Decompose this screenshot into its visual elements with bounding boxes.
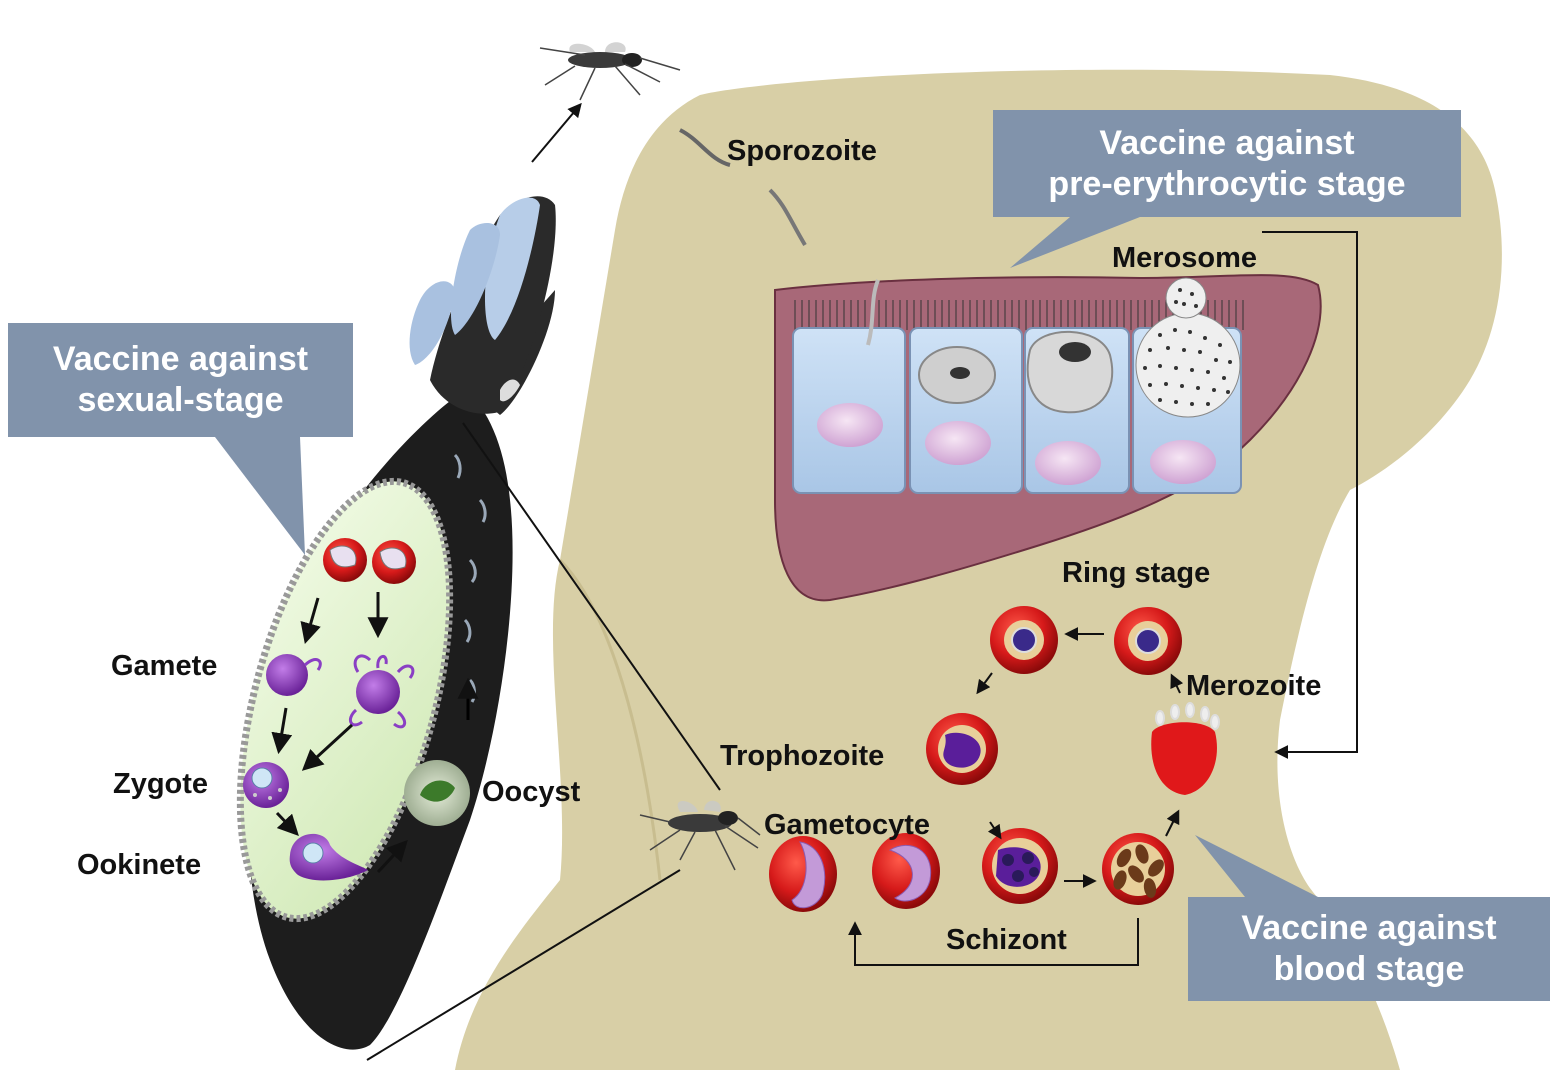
label-gametocyte: Gametocyte — [764, 809, 931, 841]
callout-pointer-pre-erythrocytic — [1010, 217, 1140, 268]
label-schizont: Schizont — [946, 924, 1067, 956]
label-trophozoite: Trophozoite — [720, 740, 885, 772]
hepatocyte-nucleus — [1150, 440, 1216, 484]
sporozoite-entering — [866, 279, 880, 346]
callout-pointer-blood — [1195, 835, 1318, 897]
callout-pointer-sexual — [215, 437, 305, 555]
merosome-body — [1135, 312, 1241, 418]
zygote — [243, 762, 289, 808]
label-zygote: Zygote — [113, 768, 209, 800]
mosquito-icon-top — [539, 42, 681, 101]
rbc-merozoite-release — [1151, 702, 1220, 795]
hepatocyte-nucleus — [1035, 441, 1101, 485]
gametocyte-cell-2 — [372, 540, 416, 584]
rbc-gametocyte-1 — [769, 836, 837, 912]
label-gamete: Gamete — [111, 650, 218, 682]
rbc-gametocyte-2 — [872, 833, 940, 909]
label-merosome: Merosome — [1112, 242, 1258, 274]
label-merozoite: Merozoite — [1186, 670, 1322, 702]
label-ookinete: Ookinete — [77, 849, 202, 881]
label-ring-stage: Ring stage — [1062, 557, 1211, 589]
merosome-bud — [1165, 277, 1207, 319]
rbc-ring-stage-2 — [990, 606, 1058, 674]
callout-line: sexual-stage — [77, 381, 284, 419]
sporozoite-worm — [679, 128, 731, 167]
hepatocyte-nucleus — [817, 403, 883, 447]
mosquito-icon-bottom — [639, 800, 761, 871]
callout-line: Vaccine against — [52, 340, 309, 379]
callout-line: blood stage — [1273, 950, 1465, 988]
mosquito-wing — [450, 223, 500, 335]
liver-schizont-large — [1026, 330, 1114, 414]
sporozoite-worm — [768, 188, 807, 247]
macrogamete — [266, 654, 308, 696]
callout-sexual-stage: Vaccine against sexual-stage — [8, 323, 353, 437]
label-sporozoite: Sporozoite — [727, 135, 877, 167]
callout-pre-erythrocytic: Vaccine against pre-erythrocytic stage — [993, 110, 1461, 217]
mosquito-midgut — [236, 477, 454, 923]
label-oocyst: Oocyst — [482, 776, 581, 808]
callout-line: pre-erythrocytic stage — [1048, 164, 1406, 203]
rbc-mature-schizont — [1102, 833, 1174, 905]
hepatocyte-nucleus — [925, 421, 991, 465]
ookinete — [289, 833, 368, 881]
schizont-to-gametocyte-arrow — [848, 918, 1139, 966]
oocyst — [404, 760, 470, 826]
callout-line: Vaccine against — [1099, 123, 1355, 162]
callout-blood-stage: Vaccine against blood stage — [1188, 897, 1550, 1001]
rbc-ring-stage-1 — [1114, 607, 1182, 675]
rbc-trophozoite — [926, 713, 998, 785]
hepatocyte-row — [792, 277, 1242, 494]
rbc-schizont — [982, 828, 1058, 904]
liver-to-blood-arrow — [1262, 231, 1358, 759]
gametocyte-cell-1 — [323, 538, 367, 582]
microgamete — [348, 654, 415, 729]
callout-line: Vaccine against — [1241, 909, 1497, 948]
